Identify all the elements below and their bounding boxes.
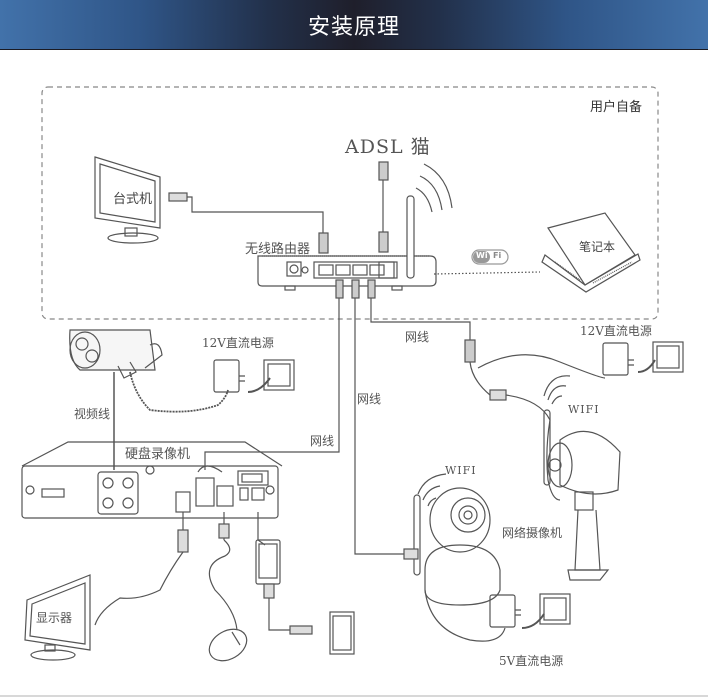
monitor-icon xyxy=(24,574,91,661)
laptop-icon xyxy=(541,212,641,293)
nvr-icon xyxy=(21,441,283,519)
router-icon xyxy=(257,163,453,291)
power-adapter-icon-pt xyxy=(424,589,571,642)
wifi-camera-power-label: 12V直流电源 xyxy=(580,324,652,338)
pt-camera-icon xyxy=(403,487,501,606)
page-title: 安装原理 xyxy=(307,15,400,40)
wifi-badge-icon xyxy=(471,249,509,265)
video-cable-label: 视频线 xyxy=(74,407,111,421)
adsl-cable xyxy=(378,161,389,253)
laptop-label: 笔记本 xyxy=(579,240,616,254)
monitor-label: 显示器 xyxy=(36,611,73,625)
bullet-camera-power-label: 12V直流电源 xyxy=(202,336,274,350)
bullet-power-cable xyxy=(129,371,229,413)
wifi-bullet-camera-icon xyxy=(543,409,621,581)
adsl-modem-label: ADSL 猫 xyxy=(345,136,431,158)
mouse-icon xyxy=(208,628,248,662)
wifi-badge-left-text: Wi xyxy=(476,251,488,260)
wifi-link xyxy=(433,271,541,275)
router-lan-cables xyxy=(204,279,471,555)
lan-cable-wifi-bullet xyxy=(370,298,471,340)
wifi-badge-right-text: Fi xyxy=(493,251,502,260)
wifi-bullet-power-cables xyxy=(464,339,606,501)
bottom-divider xyxy=(0,695,708,697)
wifi-waves-pt xyxy=(417,473,447,507)
network-camera-power-label: 5V直流电源 xyxy=(499,654,564,668)
desktop-monitor-icon xyxy=(94,156,161,244)
desktop-lan-cable xyxy=(168,192,329,254)
router-label: 无线路由器 xyxy=(245,242,311,257)
bullet-camera-icon xyxy=(69,329,163,379)
lan-cable-nvr xyxy=(204,298,340,470)
lan-cable-bullet-label: 网线 xyxy=(405,330,430,344)
usb-mouse-cable xyxy=(208,512,238,631)
user-supplied-region xyxy=(41,86,659,320)
wifi-label-pt: WIFI xyxy=(445,464,477,477)
power-adapter-icon-left xyxy=(213,359,295,393)
lan-cable-pt-camera xyxy=(354,298,412,555)
desktop-label: 台式机 xyxy=(113,192,153,207)
lan-cable-nvr-label: 网线 xyxy=(310,434,335,448)
power-brick-cable xyxy=(255,512,355,655)
wifi-waves-bullet xyxy=(543,375,571,405)
page-header: 安装原理 xyxy=(0,0,708,50)
nvr-label: 硬盘录像机 xyxy=(125,447,191,462)
wifi-label-bullet: WIFI xyxy=(568,403,600,416)
lan-cable-pt-label: 网线 xyxy=(357,392,382,406)
vga-cable xyxy=(94,512,189,626)
user-supplied-label: 用户自备 xyxy=(590,100,643,115)
power-adapter-icon-right xyxy=(602,341,684,376)
network-camera-label: 网络摄像机 xyxy=(502,526,563,540)
